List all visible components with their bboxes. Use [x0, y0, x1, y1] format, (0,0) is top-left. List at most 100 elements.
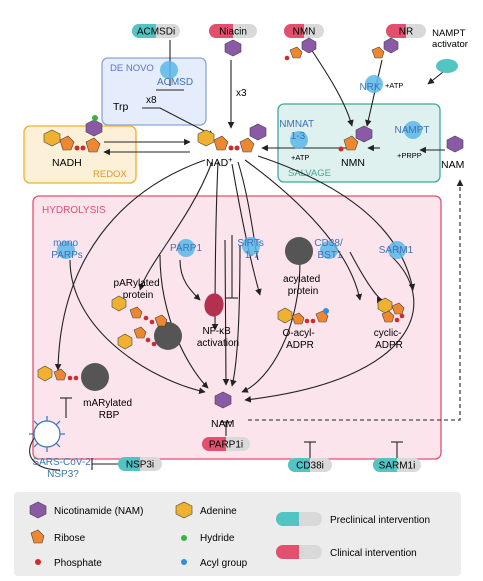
nampt-activator-blob — [436, 59, 458, 73]
parylated-protein-icon — [154, 322, 182, 350]
sars-line2: NSP3? — [47, 469, 79, 480]
nmnat-line1: NMNAT — [279, 119, 314, 130]
cd38-line2: BST1 — [317, 250, 342, 261]
oacyl-line1: O-acyl- — [282, 328, 314, 339]
marylated-line2: RBP — [99, 410, 120, 421]
nfkb-icon — [204, 293, 224, 317]
cyclic-line2: ADPR — [375, 340, 403, 351]
par-chain-icon — [111, 295, 168, 350]
nam-bottom-label: NAM — [211, 418, 234, 430]
enzymes — [57, 61, 422, 259]
parp1i-label: PARP1i — [209, 440, 243, 451]
nadh-molecule-icon — [43, 115, 103, 153]
nr-pill-label: NR — [399, 27, 413, 38]
legend-acyl-label: Acyl group — [200, 558, 248, 569]
acylated-label: acylated protein — [283, 274, 323, 297]
legend-ribose-label: Ribose — [54, 533, 86, 544]
nampt-activator-label: NAMPT activator — [432, 28, 468, 50]
hydrolysis-box — [32, 195, 442, 460]
acmsd-label: ACMSD — [157, 77, 193, 88]
nmnat-line2: 1-3 — [291, 131, 306, 142]
legend-adenine-icon — [175, 501, 193, 519]
acmsdi-pill: ACMSDi — [132, 24, 180, 38]
niacin-pill: Niacin — [209, 24, 257, 38]
marylated-rbp-icon — [81, 363, 109, 391]
cyclic-line1: cyclic- — [374, 328, 402, 339]
niacin-label: Niacin — [219, 27, 247, 38]
nmn-pill: NMN — [284, 24, 324, 38]
nfkb-line2: activation — [197, 338, 239, 349]
mono-parps-line2: PARPs — [51, 250, 83, 261]
sarm1i-pill: SARM1i — [373, 458, 421, 472]
enzyme-labels: ACMSD NRK NAMPT PARP1 SARM1 NMNAT 1-3 mo… — [51, 77, 429, 261]
denovo-box — [101, 57, 207, 126]
protein-blobs — [81, 237, 313, 391]
parylated-line1: pARylated — [114, 278, 160, 289]
legend-phosphate-label: Phosphate — [54, 558, 102, 569]
acmsdi-label: ACMSDi — [137, 27, 175, 38]
nr-pill: NR — [386, 24, 426, 38]
acylated-line1: acylated — [283, 274, 320, 285]
mar-chain-icon — [37, 365, 79, 382]
legend-ribose-icon — [30, 529, 45, 544]
parylated-line2: protein — [123, 290, 154, 301]
nmnat-atp: +ATP — [291, 153, 309, 162]
cd38-line1: CD38/ — [314, 238, 343, 249]
nampt-prpp: +PRPP — [397, 151, 422, 160]
product-labels: pARylated protein acylated protein NF-κB… — [32, 274, 403, 480]
oacyl-adpr-icon — [277, 307, 329, 325]
legend-preclinical-pill — [276, 512, 322, 526]
nad-text: NAD — [206, 157, 229, 169]
sarm1i-label: SARM1i — [379, 461, 416, 472]
sarm1-label: SARM1 — [379, 245, 414, 256]
sars-label: SARS-CoV-2 NSP3? — [32, 457, 93, 480]
nmn-supplement-icon — [284, 37, 317, 61]
legend-glyphs — [29, 501, 322, 565]
oacyl-label: O-acyl- ADPR — [282, 328, 317, 351]
cd38i-pill: CD38i — [288, 458, 332, 472]
parp1i-pill: PARP1i — [202, 437, 250, 451]
parylated-label: pARylated protein — [114, 278, 163, 301]
redox-label: REDOX — [93, 169, 127, 180]
denovo-label: DE NOVO — [110, 63, 154, 74]
legend-clinical-label: Clinical intervention — [330, 548, 417, 559]
mono-parps-label: mono PARPs — [51, 238, 83, 261]
nrk-label: NRK — [359, 82, 380, 93]
molecule-glyphs — [37, 37, 464, 409]
legend-hydride-icon — [181, 535, 187, 541]
hydrolysis-label: HYDROLYSIS — [42, 205, 106, 216]
virus-icon — [29, 416, 65, 452]
legend-phosphate-icon — [35, 559, 41, 565]
nr-supplement-icon — [371, 37, 399, 59]
cofactors: +ATP +ATP +PRPP — [291, 81, 422, 162]
salvage-label: SALVAGE — [288, 168, 331, 179]
nam-top-icon — [446, 135, 464, 153]
nad-label: NAD+ — [206, 155, 233, 169]
marylated-line1: mARylated — [83, 398, 132, 409]
cd38i-label: CD38i — [296, 461, 324, 472]
salvage-box — [277, 103, 441, 183]
drug-pills: ACMSDi Niacin NMN NR NSP3i PARP1i — [118, 24, 426, 472]
nsp3i-label: NSP3i — [126, 460, 154, 471]
parp1-label: PARP1 — [170, 243, 202, 254]
marylated-label: mARylated RBP — [83, 398, 135, 421]
x3-label: x3 — [236, 88, 247, 99]
cd38-label: CD38/ BST1 — [314, 238, 345, 261]
legend-nam-label: Nicotinamide (NAM) — [54, 506, 143, 517]
niacin-icon — [224, 39, 242, 57]
sirts-line1: SIRTs — [237, 238, 264, 249]
cyclic-adpr-icon — [377, 297, 405, 323]
molecule-labels: Trp x8 x3 NADH NAD+ NMN NAM NAM — [52, 88, 464, 430]
nmn-label: NMN — [341, 157, 365, 169]
nampt-activator-line2: activator — [432, 39, 468, 50]
nrk-atp: +ATP — [385, 81, 403, 90]
trp-label: Trp — [113, 101, 129, 113]
legend-adenine-label: Adenine — [200, 506, 237, 517]
nmnat-label: NMNAT 1-3 — [279, 119, 316, 142]
nam-top-label: NAM — [441, 159, 464, 171]
sirts-label: SIRTs 1-7 — [237, 238, 266, 261]
legend-nam-icon — [29, 501, 47, 519]
nad-molecule-icon — [197, 123, 267, 153]
x8-label: x8 — [146, 95, 157, 106]
